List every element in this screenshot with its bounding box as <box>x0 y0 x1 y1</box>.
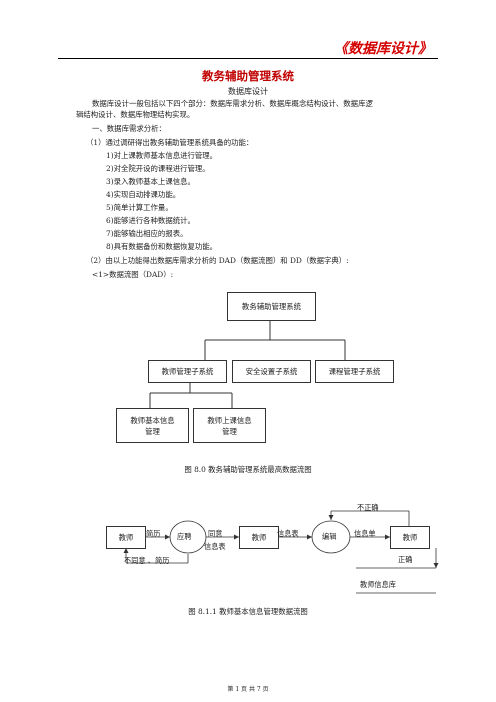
flow-label-incorrect: 不正确 <box>357 503 379 512</box>
diagram1-caption: 图 8.0 教务辅助管理系统最高数据流图 <box>184 465 312 474</box>
teacher-subsystem-node: 教师管理子系统 <box>148 360 227 383</box>
feature-item: 3)录入教师基本上课信息。 <box>106 177 195 186</box>
feature-item: 8)具有数据备份和数据恢复功能。 <box>106 242 218 251</box>
feature-item: 6)能够进行各种数据统计。 <box>106 216 195 225</box>
item-heading-2: （2）由以上功能得出数据库需求分析的 DAD（数据流图）和 DD（数据字典）: <box>86 256 349 265</box>
feature-item: 4)实现自动排课功能。 <box>106 190 181 199</box>
header-rule <box>58 58 438 59</box>
doc-header-tag: 《数据库设计》 <box>334 41 432 57</box>
intro-line-2: 辑结构设计、数据库物理结构实现。 <box>76 110 195 119</box>
teacher-entity-mid: 教师 <box>239 526 279 549</box>
flow-label-info-table: 信息表 <box>277 529 299 538</box>
feature-item: 5)简单计算工作量。 <box>106 203 173 212</box>
flow-label-info-sheet: 信息单 <box>354 529 376 538</box>
flow-label-info-table-under: 信息表 <box>204 542 226 551</box>
root-node: 教务辅助管理系统 <box>227 292 316 321</box>
node-label: 教师基本信息 <box>130 415 175 425</box>
section-heading: 一、数据库需求分析： <box>92 124 166 133</box>
node-label: 管理 <box>222 426 237 436</box>
feature-item: 7)能够输出相应的报表。 <box>106 229 188 238</box>
doc-title: 教务辅助管理系统 <box>202 69 294 83</box>
security-subsystem-node: 安全设置子系统 <box>232 360 311 383</box>
flow-label-correct: 正确 <box>398 555 413 564</box>
dad-label: <1>数据流图（DAD）: <box>92 270 174 279</box>
item-heading-1: （1）通过调研得出教务辅助管理系统具备的功能： <box>86 138 254 147</box>
feature-item: 1)对上课教师基本信息进行管理。 <box>106 151 218 160</box>
flow-label-resume: 简历 <box>146 529 161 538</box>
diagram2-caption: 图 8.1.1 教师基本信息管理数据流图 <box>188 607 308 616</box>
process-hire: 应聘 <box>177 532 192 541</box>
process-edit: 编辑 <box>322 532 337 541</box>
teacher-class-info-node: 教师上课信息 管理 <box>193 408 266 443</box>
doc-subtitle: 数据库设计 <box>228 87 268 96</box>
course-subsystem-node: 课程管理子系统 <box>315 360 394 383</box>
teacher-entity-right: 教师 <box>390 526 430 549</box>
node-label: 教师上课信息 <box>207 415 252 425</box>
teacher-info-datastore: 教师信息库 <box>360 580 396 589</box>
node-label: 管理 <box>145 426 160 436</box>
flow-label-agree: 同意 <box>208 529 223 538</box>
intro-line-1: 数据库设计一般包括以下四个部分：数据库需求分析、数据库概念结构设计、数据库逻 <box>92 99 373 108</box>
teacher-entity-left: 教师 <box>106 526 146 549</box>
teacher-basic-info-node: 教师基本信息 管理 <box>116 408 189 443</box>
page-footer: 第 1 页 共 7 页 <box>227 686 269 693</box>
feature-item: 2)对全院开设的课程进行管理。 <box>106 164 210 173</box>
flow-label-disagree: 不同意 、简历 <box>124 556 170 565</box>
